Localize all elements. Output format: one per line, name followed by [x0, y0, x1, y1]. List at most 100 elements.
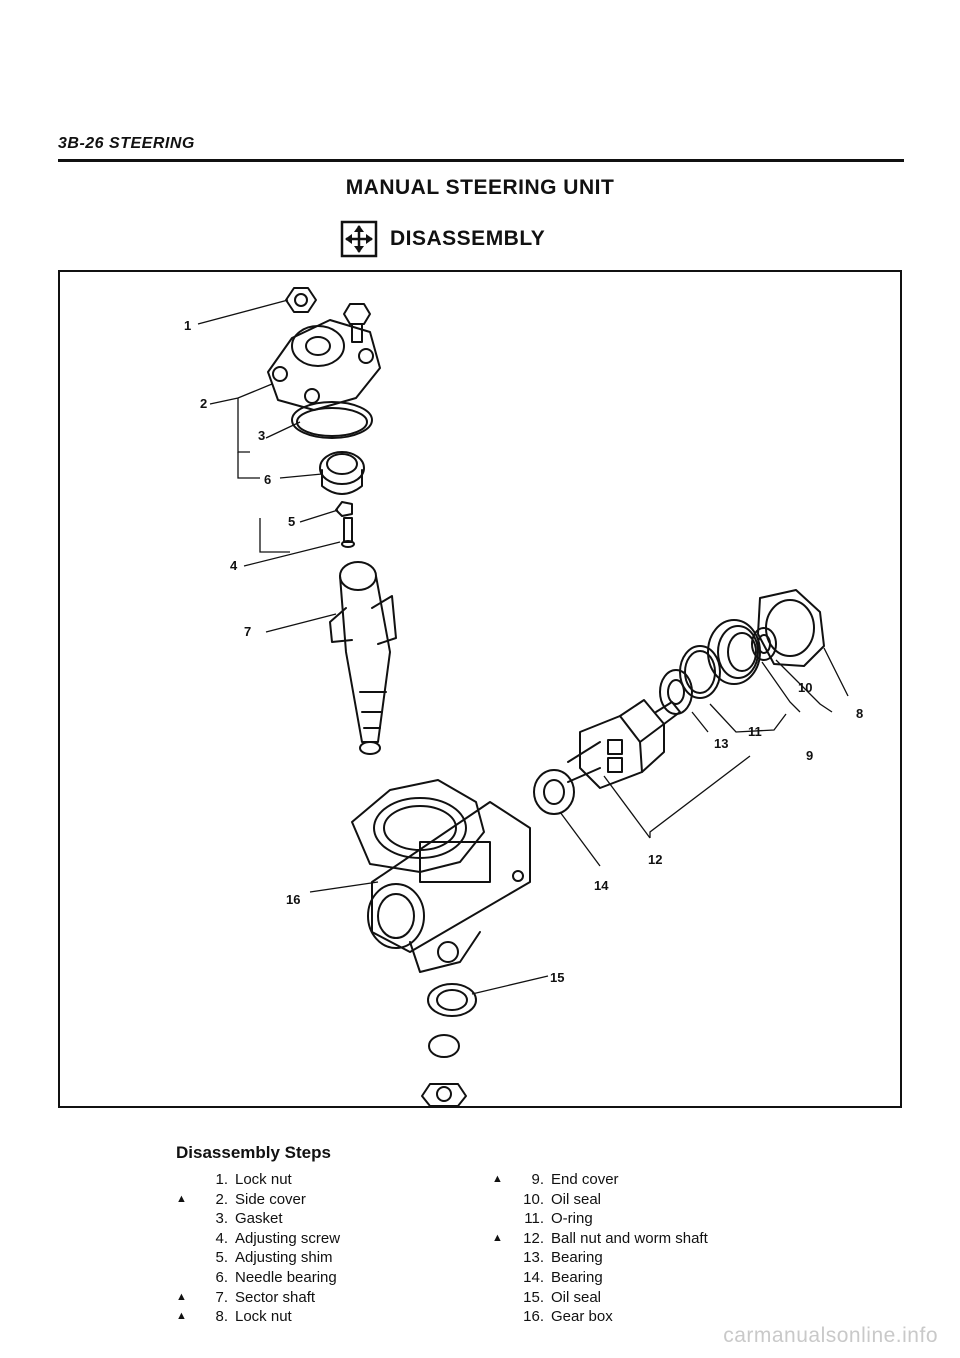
part-needle-bearing [319, 451, 365, 495]
step-label: Ball nut and worm shaft [551, 1229, 708, 1247]
callout-3: 3 [258, 428, 265, 443]
note-triangle-icon [492, 1288, 514, 1308]
step-label: Lock nut [235, 1171, 292, 1188]
part-oil-seal-bottom [421, 983, 477, 1106]
steps-list-right: ▲ 9. End cover 10. Oil seal 11. O-ring ▲ 12. B… [492, 1170, 708, 1327]
list-item: 15.Oil seal [492, 1288, 708, 1308]
page-header: 3B-26 STEERING [58, 135, 904, 162]
step-label: Gasket [235, 1210, 283, 1228]
callout-4: 4 [230, 558, 238, 573]
callout-1: 1 [184, 318, 191, 333]
step-label: O-ring [551, 1210, 593, 1228]
step-label: Sector shaft [235, 1288, 316, 1306]
step-number: 6. [215, 1268, 228, 1286]
part-end-cover [707, 619, 777, 685]
step-number: 3. [215, 1210, 228, 1228]
subtitle-row: DISASSEMBLY [340, 219, 545, 259]
list-item: 6. Needle bearing [176, 1268, 340, 1288]
step-number: 12. [523, 1229, 544, 1247]
step-number: 4. [215, 1229, 228, 1247]
page-title: MANUAL STEERING UNIT [345, 176, 615, 199]
step-number: 1. [215, 1171, 228, 1188]
list-item: ▲ 12. Ball nut and worm shaft [492, 1229, 708, 1249]
step-label: Gear box [551, 1308, 613, 1326]
list-item: 1. Lock nut [176, 1170, 340, 1190]
part-lock-nut-top [285, 287, 317, 313]
step-number: 7. [215, 1288, 228, 1306]
part-screw-top [343, 303, 371, 343]
step-label: End cover [551, 1171, 619, 1188]
part-gear-box [351, 779, 531, 973]
steps-list-left: 1. Lock nut ▲ 2. Side cover 3. Gasket 4. Adju… [176, 1170, 340, 1327]
callout-2: 2 [200, 396, 207, 411]
list-item: 3. Gasket [176, 1209, 340, 1229]
note-triangle-icon [492, 1248, 514, 1268]
step-number: 15. [523, 1288, 544, 1306]
step-number: 5. [215, 1249, 228, 1267]
note-triangle-icon [176, 1209, 198, 1229]
part-adjusting-shim-screw [335, 501, 355, 548]
watermark: carmanualsonline.info [723, 1324, 938, 1347]
note-triangle-icon [176, 1229, 198, 1249]
callout-13: 13 [714, 736, 728, 751]
step-label: Adjusting screw [235, 1229, 341, 1247]
callout-11: 11 [748, 724, 762, 739]
steps-title: Disassembly Steps [176, 1143, 331, 1162]
note-triangle-icon: ▲ [492, 1173, 503, 1185]
note-triangle-icon [176, 1268, 198, 1288]
step-label: Oil seal [551, 1190, 602, 1208]
note-triangle-icon [176, 1248, 198, 1268]
list-item: ▲ 9. End cover [492, 1170, 708, 1190]
callout-7: 7 [244, 624, 251, 639]
step-number: 2. [215, 1190, 228, 1208]
callout-10: 10 [798, 680, 812, 695]
step-number: 10. [523, 1190, 544, 1208]
callout-15: 15 [550, 970, 564, 985]
note-triangle-icon: ▲ [176, 1290, 187, 1303]
step-label: Bearing [551, 1268, 603, 1286]
section-heading: 3B-26 STEERING [58, 135, 195, 152]
step-label: Needle bearing [235, 1268, 337, 1286]
note-triangle-icon [492, 1268, 514, 1288]
step-number: 14. [523, 1268, 544, 1286]
part-o-ring [679, 645, 721, 699]
exploded-view-figure: 1 2 3 6 5 4 7 10 8 11 13 9 12 14 16 15 [58, 270, 902, 1108]
step-number: 16. [523, 1308, 544, 1326]
callout-5: 5 [288, 514, 295, 529]
note-triangle-icon: ▲ [492, 1231, 503, 1244]
part-ball-nut-worm-shaft [567, 699, 681, 789]
list-item: 5. Adjusting shim [176, 1248, 340, 1268]
callout-12: 12 [648, 852, 662, 867]
step-number: 8. [215, 1308, 228, 1326]
list-item: 11. O-ring [492, 1209, 708, 1229]
step-number: 9. [531, 1171, 544, 1188]
part-sector-shaft [329, 561, 397, 755]
callout-6: 6 [264, 472, 271, 487]
step-number: 13. [523, 1249, 544, 1267]
list-item: ▲ 7. Sector shaft [176, 1288, 340, 1308]
leader-lines [197, 299, 849, 995]
list-item: 14. Bearing [492, 1268, 708, 1288]
part-gasket [291, 401, 373, 439]
disassembly-arrows-icon [340, 220, 378, 258]
step-label: Adjusting shim [235, 1249, 333, 1267]
note-triangle-icon: ▲ [176, 1192, 187, 1205]
callout-8: 8 [856, 706, 863, 721]
part-bearing-14 [533, 769, 575, 815]
list-item: ▲ 2. Side cover [176, 1190, 340, 1210]
note-triangle-icon [492, 1190, 514, 1210]
step-label: Side cover [235, 1190, 306, 1208]
step-number: 11. [524, 1210, 544, 1228]
step-label: Lock nut [235, 1308, 292, 1326]
step-label: Bearing [551, 1249, 603, 1267]
note-triangle-icon [492, 1209, 514, 1229]
exploded-view-drawing: 1 2 3 6 5 4 7 10 8 11 13 9 12 14 16 15 [184, 287, 863, 1106]
list-item: 13. Bearing [492, 1248, 708, 1268]
list-item: 10. Oil seal [492, 1190, 708, 1210]
list-item: 16. Gear box [492, 1307, 708, 1327]
note-triangle-icon [176, 1170, 198, 1190]
callout-16: 16 [286, 892, 300, 907]
subtitle-text: DISASSEMBLY [390, 227, 546, 250]
note-triangle-icon: ▲ [176, 1310, 187, 1323]
note-triangle-icon [492, 1307, 514, 1327]
